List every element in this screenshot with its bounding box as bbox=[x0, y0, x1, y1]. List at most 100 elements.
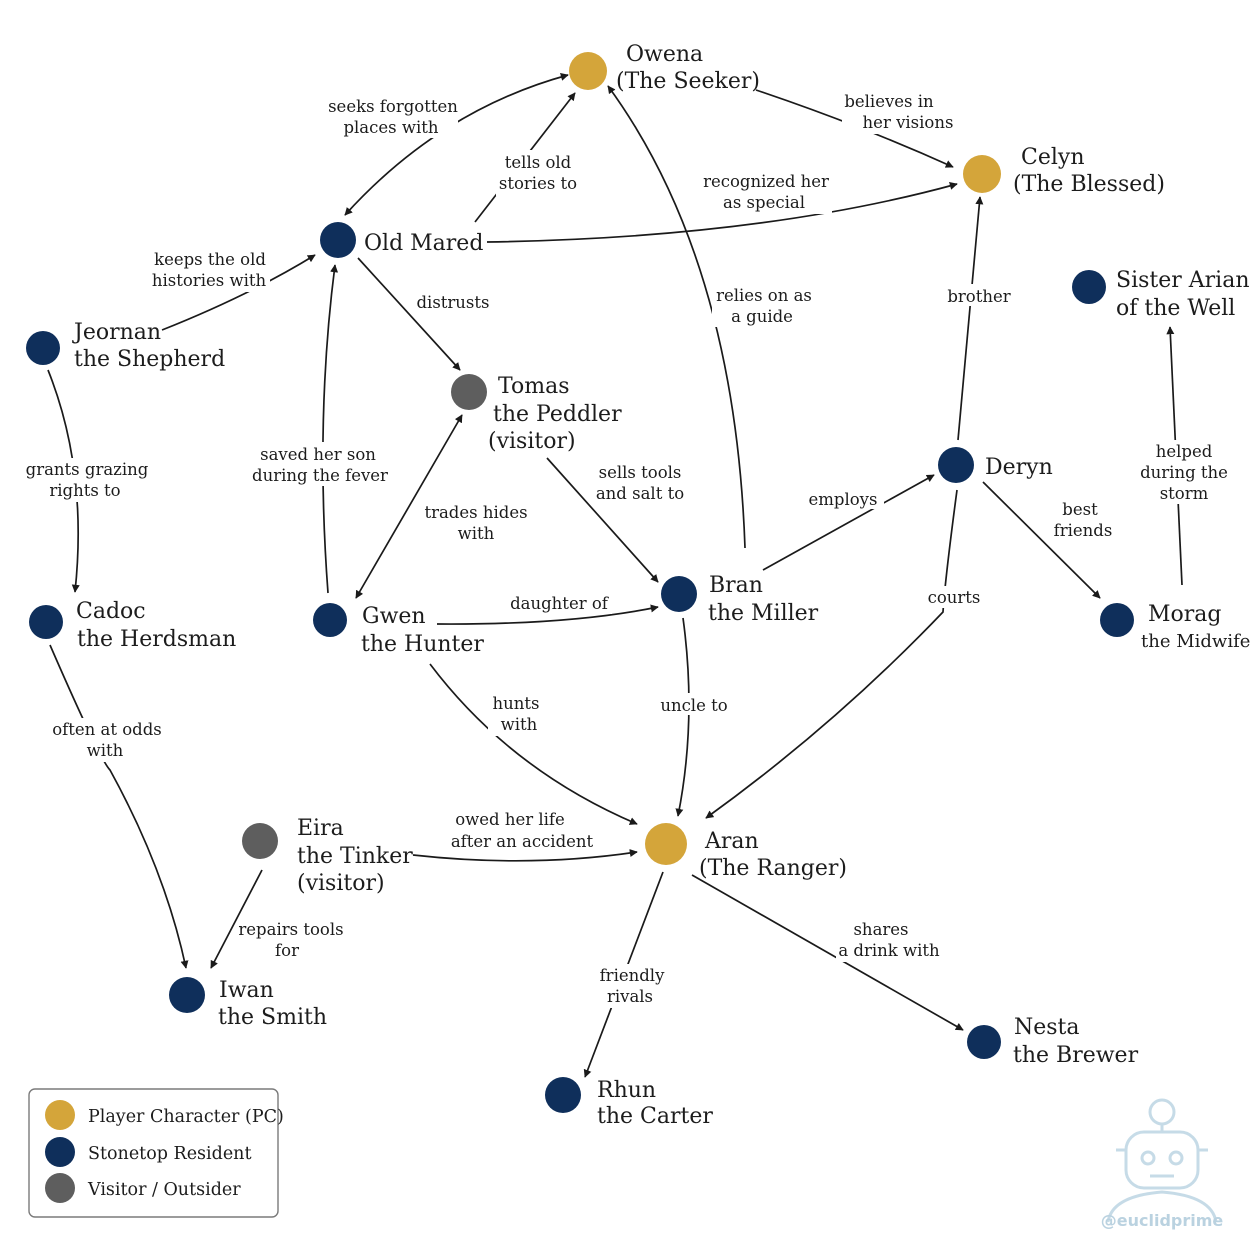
node-tomas: Tomas the Peddler (visitor) bbox=[451, 374, 622, 454]
resident-marker bbox=[938, 447, 974, 483]
node-name-line: Jeornan bbox=[72, 320, 161, 345]
node-name-line: Iwan bbox=[219, 978, 274, 1003]
legend-visitor-label: Visitor / Outsider bbox=[87, 1180, 241, 1200]
label-line: hunts bbox=[493, 694, 540, 713]
node-name-line: Gwen bbox=[362, 604, 426, 629]
pc-marker bbox=[645, 823, 687, 865]
node-name-line: the Tinker bbox=[297, 844, 413, 869]
node-name-line: (The Ranger) bbox=[699, 856, 847, 881]
label-owena-celyn: believes in her visions bbox=[842, 90, 957, 134]
resident-marker bbox=[1100, 603, 1134, 637]
label-gwen-bran: daughter of bbox=[508, 592, 612, 614]
pc-marker bbox=[569, 52, 607, 90]
label-line: owed her life bbox=[455, 810, 565, 829]
node-name-line: (visitor) bbox=[488, 429, 576, 454]
label-line: after an accident bbox=[451, 832, 594, 851]
label-mared-owena: seeks forgotten places with bbox=[328, 94, 458, 138]
label-line: best bbox=[1062, 500, 1098, 519]
resident-marker bbox=[29, 605, 63, 639]
node-bran: Bran the Miller bbox=[661, 573, 819, 626]
node-name-line: the Brewer bbox=[1013, 1043, 1139, 1068]
label-eira-iwan: repairs tools for bbox=[238, 918, 344, 962]
node-nesta: Nesta the Brewer bbox=[967, 1015, 1139, 1068]
node-name-line: Rhun bbox=[597, 1078, 656, 1103]
node-name-line: (The Seeker) bbox=[616, 69, 760, 94]
edge-mared-celyn bbox=[486, 182, 958, 243]
node-deryn: Deryn bbox=[938, 447, 1053, 483]
edge-bran-deryn bbox=[762, 474, 935, 571]
node-morag: Morag the Midwife bbox=[1100, 602, 1250, 652]
label-deryn-morag: best friends bbox=[1050, 498, 1116, 542]
edge-tomas-bran bbox=[546, 457, 659, 583]
label-line: relies on as bbox=[716, 286, 812, 305]
node-name-line: Deryn bbox=[985, 455, 1053, 480]
label-line: and salt to bbox=[596, 484, 684, 503]
label-line: with bbox=[501, 715, 538, 734]
nodes: Owena (The Seeker) Celyn (The Blessed) O… bbox=[26, 42, 1250, 1129]
node-name-line: (visitor) bbox=[297, 871, 385, 896]
visitor-marker bbox=[242, 823, 278, 859]
robot-icon bbox=[1106, 1098, 1218, 1223]
edge-mared-tomas bbox=[357, 257, 461, 371]
label-deryn-celyn: brother bbox=[944, 284, 1014, 306]
label-line: with bbox=[87, 741, 124, 760]
legend-resident-label: Stonetop Resident bbox=[88, 1144, 252, 1164]
legend-pc-swatch bbox=[45, 1100, 75, 1130]
label-gwen-aran: hunts with bbox=[488, 692, 548, 736]
label-morag-arian: helped during the storm bbox=[1140, 440, 1230, 504]
edge-cadoc-iwan bbox=[49, 644, 189, 969]
node-name-line: of the Well bbox=[1116, 296, 1235, 321]
node-name-line: Aran bbox=[704, 829, 759, 854]
edge-gwen-mared bbox=[322, 264, 339, 594]
edge-deryn-celyn bbox=[957, 196, 984, 441]
label-line: employs bbox=[809, 490, 878, 509]
node-name-line: Bran bbox=[709, 573, 763, 598]
node-name-line: the Herdsman bbox=[77, 627, 236, 652]
label-line: saved her son bbox=[260, 445, 376, 464]
label-line: believes in bbox=[844, 92, 934, 111]
label-line: brother bbox=[947, 287, 1010, 306]
legend: Player Character (PC) Stonetop Resident … bbox=[28, 1088, 284, 1218]
visitor-marker bbox=[451, 374, 487, 410]
node-name-line: Celyn bbox=[1021, 145, 1085, 170]
node-rhun: Rhun the Carter bbox=[545, 1077, 713, 1129]
edge-deryn-aran bbox=[705, 489, 958, 819]
node-name-line: (The Blessed) bbox=[1013, 172, 1165, 197]
label-line: friends bbox=[1054, 521, 1113, 540]
label-bran-deryn: employs bbox=[804, 487, 884, 509]
edge-jeornan-mared bbox=[161, 254, 316, 331]
label-line: histories with bbox=[152, 271, 267, 290]
label-line: grants grazing bbox=[26, 460, 149, 479]
label-bran-aran: uncle to bbox=[656, 693, 732, 715]
watermark: @euclidprime bbox=[1101, 1098, 1223, 1230]
legend-pc-label: Player Character (PC) bbox=[88, 1107, 284, 1127]
legend-box bbox=[28, 1088, 279, 1218]
node-name-line: the Shepherd bbox=[74, 347, 225, 372]
label-line: rights to bbox=[49, 481, 120, 500]
node-celyn: Celyn (The Blessed) bbox=[963, 145, 1165, 197]
node-gwen: Gwen the Hunter bbox=[313, 603, 484, 657]
node-cadoc: Cadoc the Herdsman bbox=[29, 599, 236, 652]
node-name-line: the Peddler bbox=[493, 402, 622, 427]
edge-aran-nesta bbox=[691, 874, 964, 1031]
label-line: keeps the old bbox=[154, 250, 266, 269]
label-line: with bbox=[458, 524, 495, 543]
resident-marker bbox=[545, 1077, 581, 1113]
label-line: courts bbox=[928, 588, 981, 607]
resident-marker bbox=[661, 576, 697, 612]
label-line: repairs tools bbox=[238, 920, 343, 939]
edge-labels: seeks forgotten places with tells old st… bbox=[24, 90, 1230, 1008]
label-cadoc-iwan: often at odds with bbox=[50, 718, 164, 762]
legend-resident-swatch bbox=[45, 1137, 75, 1167]
label-line: places with bbox=[343, 118, 438, 137]
label-gwen-mared: saved her son during the fever bbox=[250, 442, 388, 486]
label-bran-owena: relies on as a guide bbox=[712, 283, 814, 327]
label-line: uncle to bbox=[660, 696, 727, 715]
node-sister-arian: Sister Arian of the Well bbox=[1072, 268, 1250, 321]
label-line: rivals bbox=[607, 987, 653, 1006]
label-line: recognized her bbox=[703, 172, 829, 191]
node-name-line: the Carter bbox=[597, 1104, 713, 1129]
node-jeornan: Jeornan the Shepherd bbox=[26, 320, 225, 372]
label-line: as special bbox=[723, 193, 805, 212]
node-name-line: the Hunter bbox=[361, 632, 484, 657]
